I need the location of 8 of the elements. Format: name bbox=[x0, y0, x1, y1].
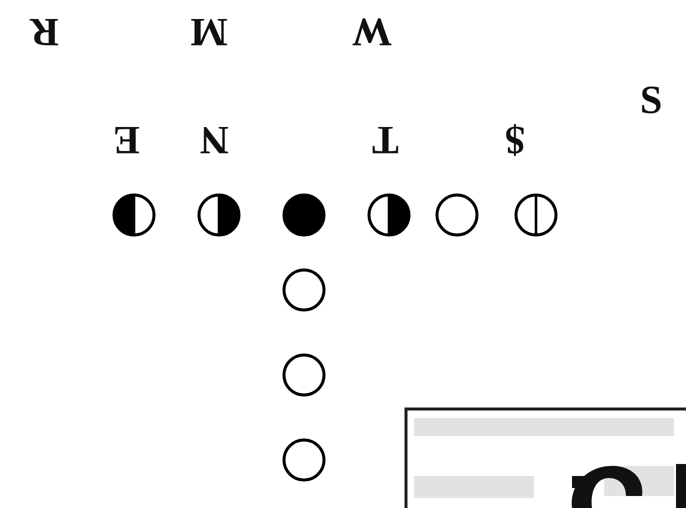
position-letter: W bbox=[352, 12, 392, 52]
position-letter: T bbox=[372, 120, 399, 160]
position-letter: $ bbox=[505, 120, 525, 160]
position-letter: M bbox=[190, 12, 228, 52]
position-letter: S bbox=[640, 80, 662, 120]
position-letter: R bbox=[30, 12, 59, 52]
position-letter: E bbox=[113, 120, 140, 160]
position-letter: N bbox=[200, 120, 229, 160]
